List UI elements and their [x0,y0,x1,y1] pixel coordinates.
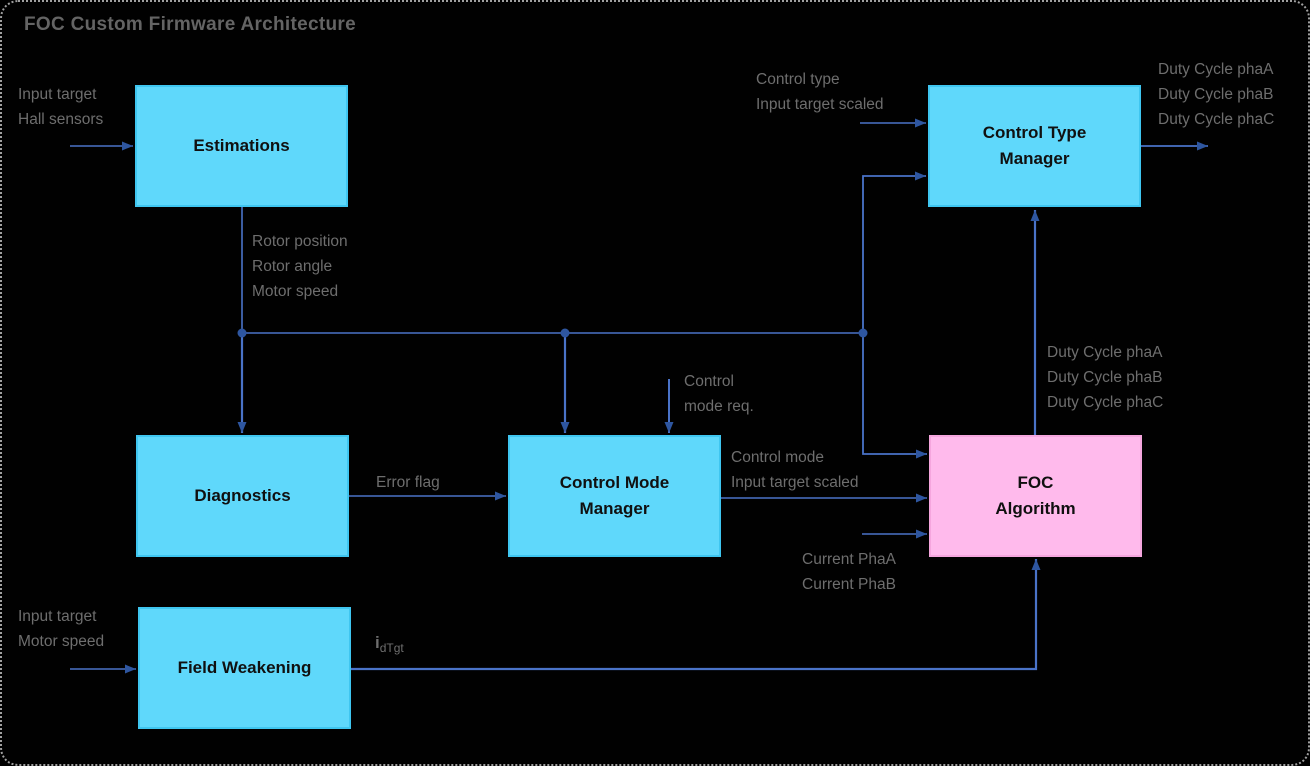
label-line: Duty Cycle phaA [1047,344,1163,361]
node-field-weakening: Field Weakening [138,607,351,729]
label-line: Current PhaB [802,576,896,593]
node-label: Control Type Manager [982,123,1087,168]
idtgt-symbol: i [375,633,380,652]
label-ctm-inputs: Control type Input target scaled [756,67,884,117]
label-rotor-outputs: Rotor position Rotor angle Motor speed [252,229,348,304]
label-line: Duty Cycle phaC [1047,394,1164,411]
label-line: Control type [756,71,840,88]
label-fieldweakening-inputs: Input target Motor speed [18,604,104,654]
node-label: Estimations [193,136,290,155]
idtgt-subscript: dTgt [379,641,404,655]
node-label: Control Mode Manager [559,473,670,518]
label-line: Duty Cycle phaA [1158,61,1274,78]
junction-dot [560,328,570,338]
edge-fieldweakening-to-foc [351,559,1041,671]
label-line: Duty Cycle phaB [1158,86,1274,103]
label-idtgt: idTgt [375,630,404,661]
label-line: Input target scaled [756,96,884,113]
node-control-type-manager: Control Type Manager [928,85,1141,207]
node-label: Field Weakening [177,658,312,677]
label-line: Control [684,373,734,390]
label-line: Input target scaled [731,474,859,491]
junction-dot [237,328,247,338]
label-estimations-inputs: Input target Hall sensors [18,82,103,132]
label-line: Hall sensors [18,111,104,128]
node-foc-algorithm: FOC Algorithm [929,435,1142,557]
node-estimations: Estimations [135,85,348,207]
label-line: Motor speed [252,283,339,300]
page-title: FOC Custom Firmware Architecture [24,14,356,35]
node-diagnostics: Diagnostics [136,435,349,557]
label-error-flag: Error flag [376,470,440,495]
label-line: Current PhaA [802,551,896,568]
label-current-inputs: Current PhaA Current PhaB [802,547,896,597]
node-control-mode-manager: Control Mode Manager [508,435,721,557]
label-duty-cycle-feedback: Duty Cycle phaA Duty Cycle phaB Duty Cyc… [1047,340,1163,415]
label-duty-cycle-outputs: Duty Cycle phaA Duty Cycle phaB Duty Cyc… [1158,57,1274,132]
label-line: Input target [18,608,97,625]
label-line: Rotor position [252,233,348,250]
label-line: Duty Cycle phaC [1158,111,1275,128]
node-label: FOC Algorithm [995,473,1076,518]
junction-dot [858,328,868,338]
label-line: Input target [18,86,97,103]
edge-junction-to-ctm [862,171,926,333]
label-line: Rotor angle [252,258,333,275]
label-line: Error flag [376,474,440,491]
label-line: mode req. [684,398,754,415]
label-control-mode-req: Control mode req. [684,369,754,419]
label-cmm-outputs: Control mode Input target scaled [731,445,859,495]
node-label: Diagnostics [194,486,291,505]
label-line: Duty Cycle phaB [1047,369,1163,386]
label-line: Motor speed [18,633,105,650]
label-line: Control mode [731,449,825,466]
edge-junction-to-foc [862,333,927,459]
